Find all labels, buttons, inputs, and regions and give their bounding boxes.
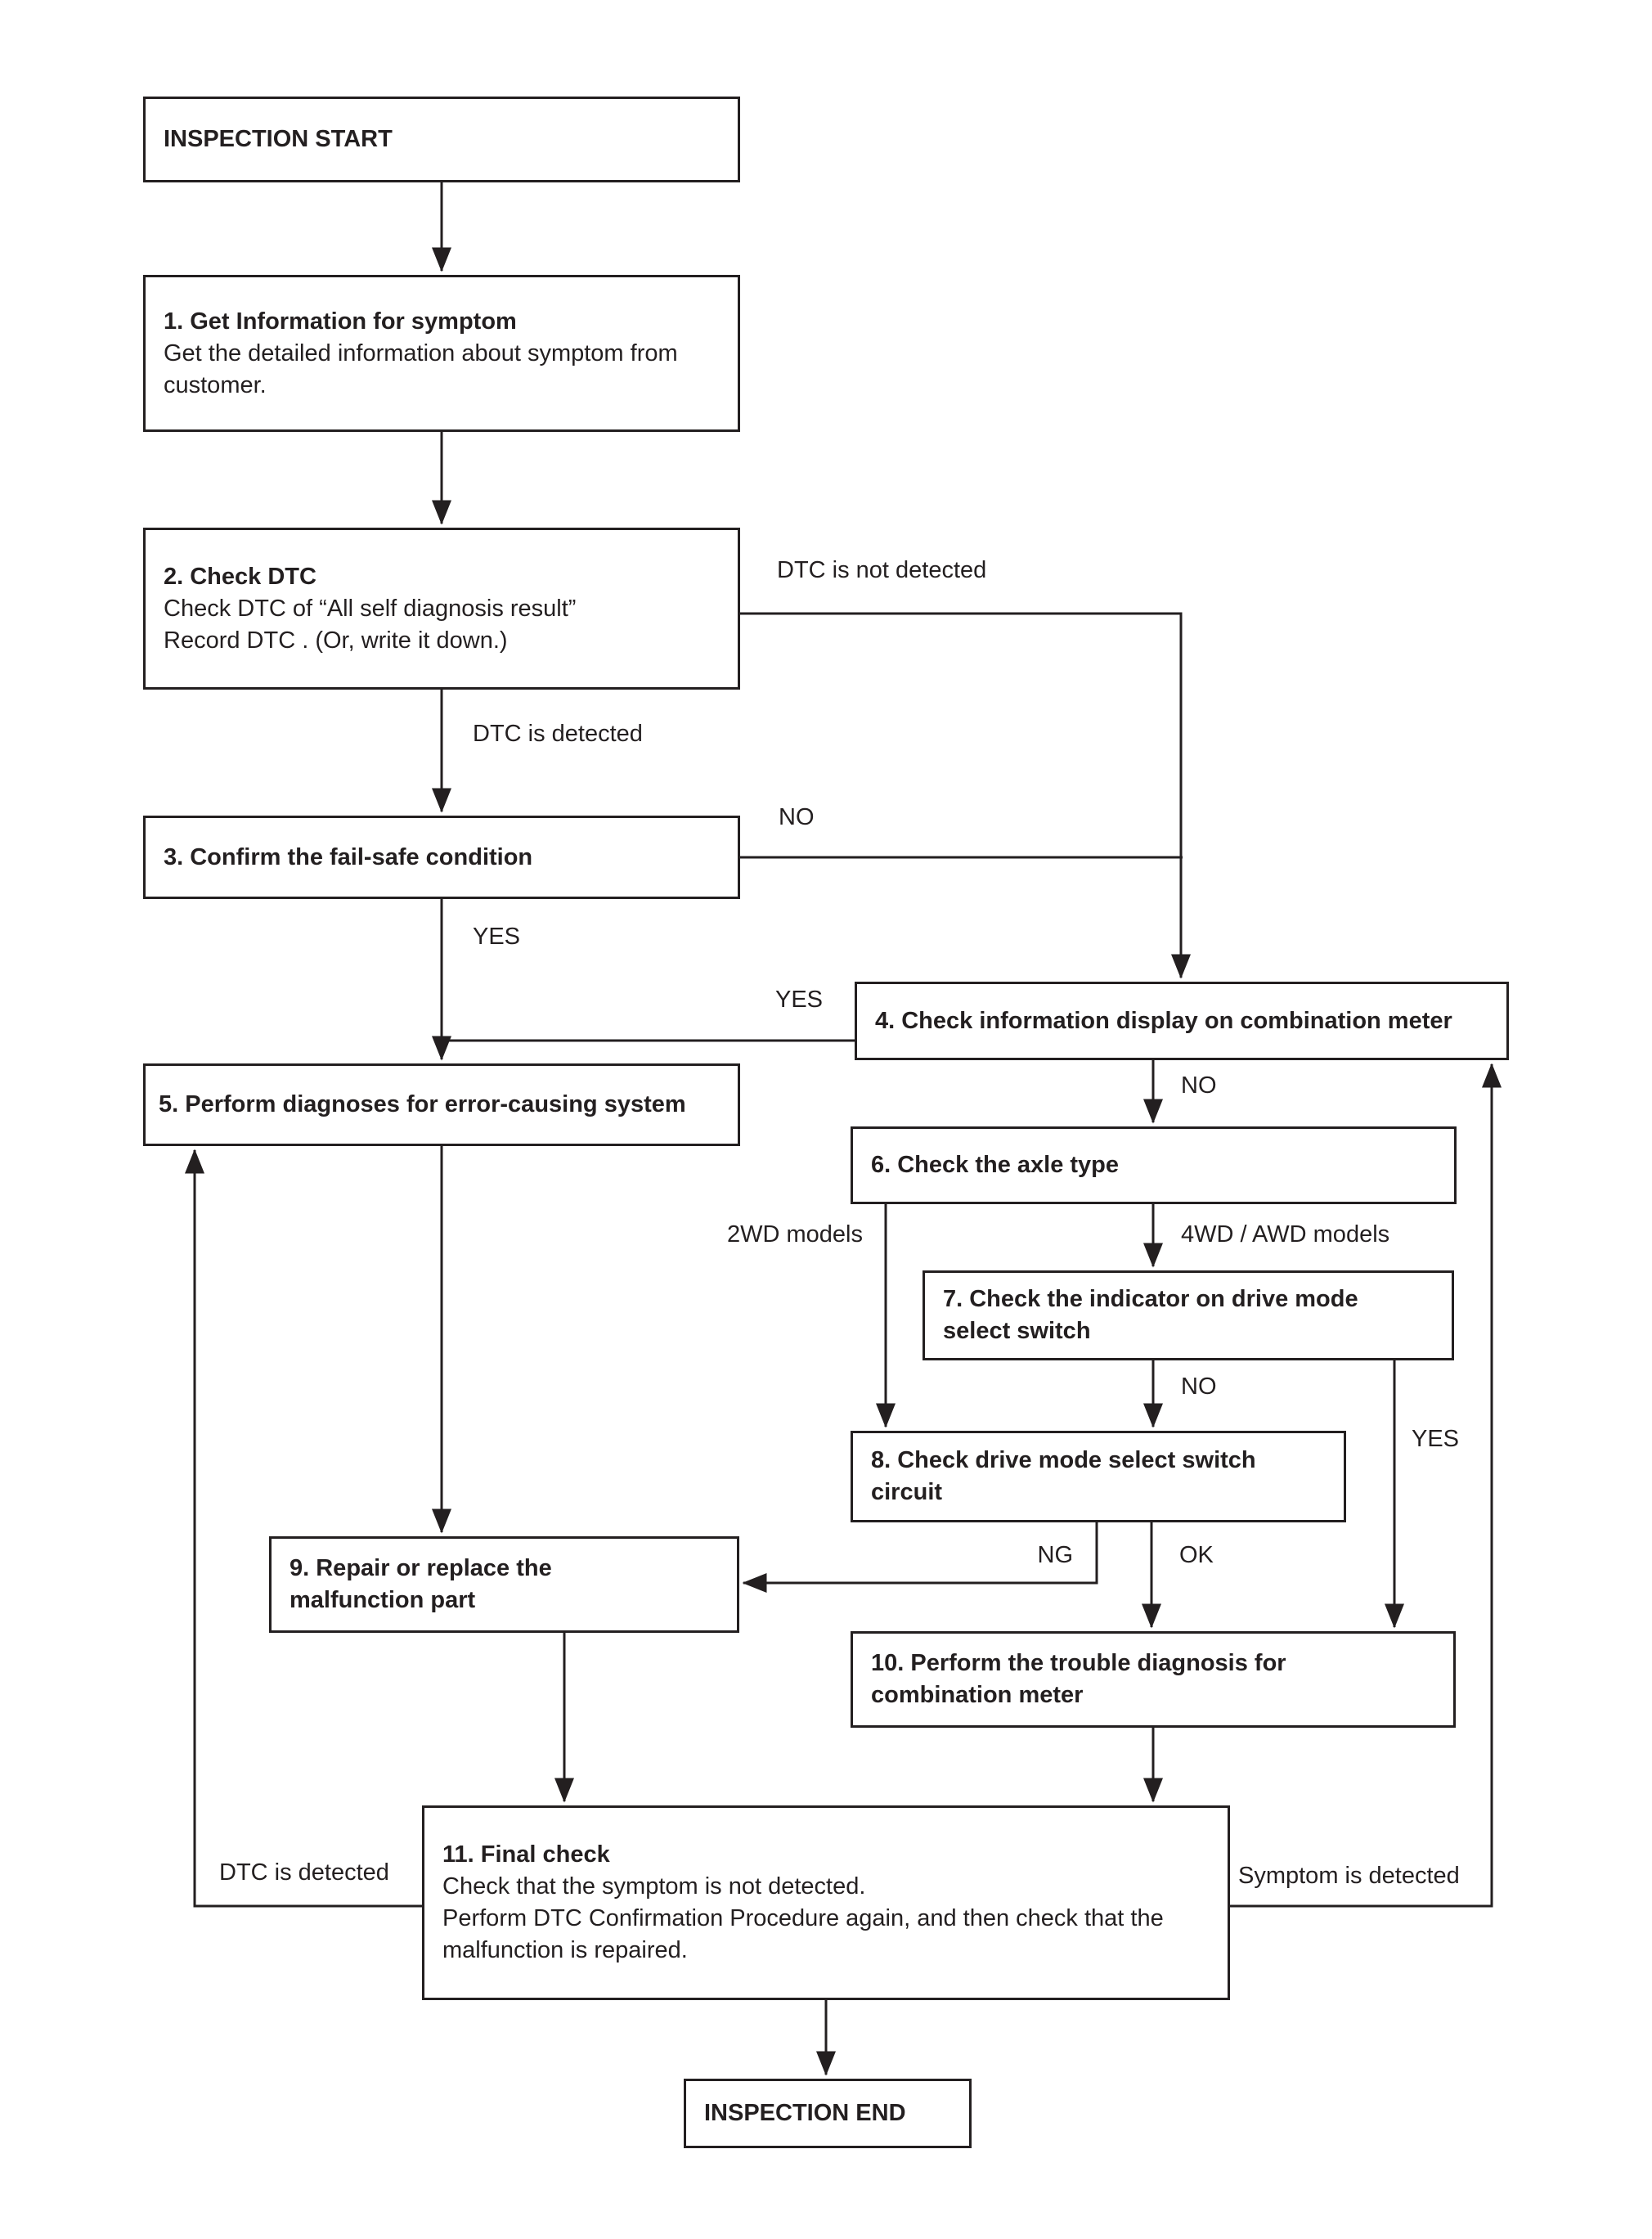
node-step-7: 7. Check the indicator on drive mode sel… — [923, 1270, 1454, 1360]
node-title: INSPECTION END — [704, 2100, 906, 2126]
node-inspection-end: INSPECTION END — [684, 2079, 972, 2148]
edge-label-dtc-not-detected: DTC is not detected — [777, 557, 987, 583]
node-title: 7. Check the indicator on drive mode sel… — [943, 1286, 1358, 1344]
node-step-11: 11. Final check Check that the symptom i… — [422, 1805, 1230, 2000]
node-step-8: 8. Check drive mode select switch circui… — [851, 1431, 1346, 1522]
node-body: Get the detailed information about sympt… — [164, 339, 678, 398]
node-inspection-start: INSPECTION START — [143, 97, 740, 182]
edge-label-dtc-detected: DTC is detected — [473, 721, 643, 747]
node-title: INSPECTION START — [164, 126, 393, 152]
node-title: 8. Check drive mode select switch circui… — [871, 1447, 1256, 1505]
edge-label-ok: OK — [1179, 1542, 1214, 1568]
node-step-9: 9. Repair or replace the malfunction par… — [269, 1536, 739, 1633]
edge-label-no-failsafe: NO — [779, 804, 815, 830]
edge-label-4wd-awd-models: 4WD / AWD models — [1181, 1221, 1390, 1248]
node-title: 5. Perform diagnoses for error-causing s… — [159, 1091, 686, 1117]
node-step-4: 4. Check information display on combinat… — [855, 982, 1509, 1060]
node-body: Check that the symptom is not detected. … — [442, 1873, 1164, 1963]
edge-label-yes-display: YES — [775, 987, 824, 1013]
node-title: 6. Check the axle type — [871, 1152, 1120, 1178]
node-title: 9. Repair or replace the malfunction par… — [290, 1555, 552, 1613]
node-title: 11. Final check — [442, 1841, 610, 1868]
edge-label-ng: NG — [1037, 1542, 1074, 1568]
node-step-5: 5. Perform diagnoses for error-causing s… — [143, 1063, 740, 1146]
node-body: Check DTC of “All self diagnosis result”… — [164, 595, 577, 654]
node-step-6: 6. Check the axle type — [851, 1126, 1457, 1204]
node-title: 3. Confirm the fail-safe condition — [164, 843, 533, 870]
node-title: 1. Get Information for symptom — [164, 308, 517, 335]
edge-label-no-indicator: NO — [1181, 1374, 1217, 1400]
edge-label-yes-indicator: YES — [1412, 1426, 1460, 1452]
node-step-3: 3. Confirm the fail-safe condition — [143, 816, 740, 899]
node-step-1: 1. Get Information for symptom Get the d… — [143, 275, 740, 432]
node-title: 4. Check information display on combinat… — [875, 1007, 1452, 1034]
node-step-10: 10. Perform the trouble diagnosis for co… — [851, 1631, 1456, 1728]
edge-label-yes-failsafe: YES — [473, 924, 521, 950]
edge-label-dtc-detected-return: DTC is detected — [219, 1859, 389, 1886]
edge-label-symptom-detected-return: Symptom is detected — [1238, 1863, 1460, 1889]
edge-label-2wd-models: 2WD models — [727, 1221, 863, 1248]
node-title: 2. Check DTC — [164, 563, 316, 590]
edge-label-no-display: NO — [1181, 1072, 1217, 1099]
node-step-2: 2. Check DTC Check DTC of “All self diag… — [143, 528, 740, 690]
node-title: 10. Perform the trouble diagnosis for co… — [871, 1650, 1286, 1708]
